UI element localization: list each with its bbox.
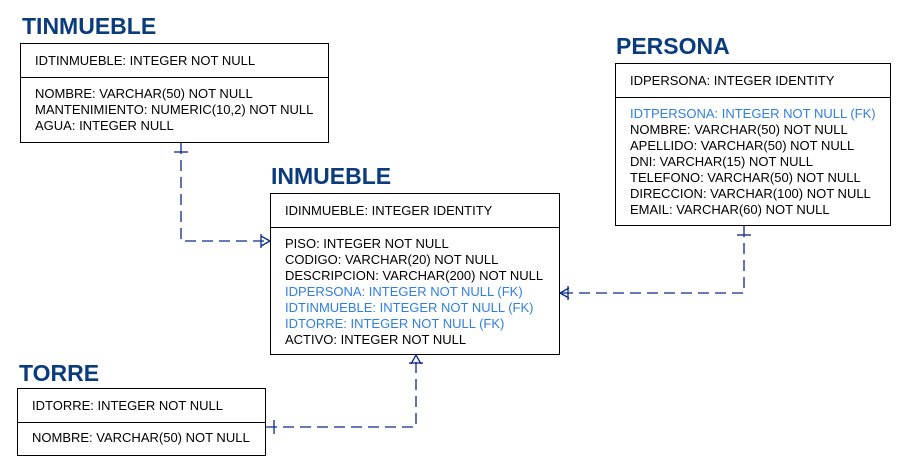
attribute: DESCRIPCION: VARCHAR(200) NOT NULL xyxy=(285,268,544,283)
entity-title-torre: TORRE xyxy=(19,360,100,386)
attribute-list: NOMBRE: VARCHAR(50) NOT NULL MANTENIMIEN… xyxy=(21,78,328,140)
attribute: NOMBRE: VARCHAR(50) NOT NULL xyxy=(32,430,250,445)
attribute: ACTIVO: INTEGER NOT NULL xyxy=(285,332,467,347)
attribute: PISO: INTEGER NOT NULL xyxy=(285,236,449,251)
entity-title-tinmueble: TINMUEBLE xyxy=(22,13,157,39)
entity-title-inmueble: INMUEBLE xyxy=(271,163,392,189)
entity-tinmueble[interactable]: IDTINMUEBLE: INTEGER NOT NULL NOMBRE: VA… xyxy=(20,43,329,143)
entity-title-persona: PERSONA xyxy=(616,33,730,59)
attribute: DIRECCION: VARCHAR(100) NOT NULL xyxy=(630,186,871,201)
entity-torre[interactable]: IDTORRE: INTEGER NOT NULL NOMBRE: VARCHA… xyxy=(17,388,266,456)
primary-key: IDTORRE: INTEGER NOT NULL xyxy=(18,389,265,423)
attribute: MANTENIMIENTO: NUMERIC(10,2) NOT NULL xyxy=(35,102,314,117)
attribute-list: PISO: INTEGER NOT NULL CODIGO: VARCHAR(2… xyxy=(271,228,559,354)
attribute: AGUA: INTEGER NULL xyxy=(35,118,174,133)
relationship-torre-inmueble[interactable] xyxy=(266,354,423,434)
attribute: CODIGO: VARCHAR(20) NOT NULL xyxy=(285,252,499,267)
foreign-key-attribute: IDPERSONA: INTEGER NOT NULL (FK) xyxy=(285,284,523,299)
attribute: EMAIL: VARCHAR(60) NOT NULL xyxy=(630,202,830,217)
relationship-persona-inmueble[interactable] xyxy=(559,226,751,300)
foreign-key-attribute: IDTINMUEBLE: INTEGER NOT NULL (FK) xyxy=(285,300,534,315)
attribute: NOMBRE: VARCHAR(50) NOT NULL xyxy=(630,122,848,137)
attribute-list: IDTPERSONA: INTEGER NOT NULL (FK) NOMBRE… xyxy=(616,98,890,224)
attribute: APELLIDO: VARCHAR(50) NOT NULL xyxy=(630,138,855,153)
primary-key: IDINMUEBLE: INTEGER IDENTITY xyxy=(271,194,559,228)
foreign-key-attribute: IDTORRE: INTEGER NOT NULL (FK) xyxy=(285,316,505,331)
foreign-key-attribute: IDTPERSONA: INTEGER NOT NULL (FK) xyxy=(630,106,876,121)
relationship-tinmueble-inmueble[interactable] xyxy=(174,143,271,248)
attribute: DNI: VARCHAR(15) NOT NULL xyxy=(630,154,813,169)
attribute-list: NOMBRE: VARCHAR(50) NOT NULL xyxy=(18,423,265,452)
entity-persona[interactable]: IDPERSONA: INTEGER IDENTITY IDTPERSONA: … xyxy=(615,63,891,226)
attribute: TELEFONO: VARCHAR(50) NOT NULL xyxy=(630,170,861,185)
primary-key: IDTINMUEBLE: INTEGER NOT NULL xyxy=(21,44,328,78)
primary-key: IDPERSONA: INTEGER IDENTITY xyxy=(616,64,890,98)
attribute: NOMBRE: VARCHAR(50) NOT NULL xyxy=(35,86,253,101)
entity-inmueble[interactable]: IDINMUEBLE: INTEGER IDENTITY PISO: INTEG… xyxy=(270,193,560,355)
